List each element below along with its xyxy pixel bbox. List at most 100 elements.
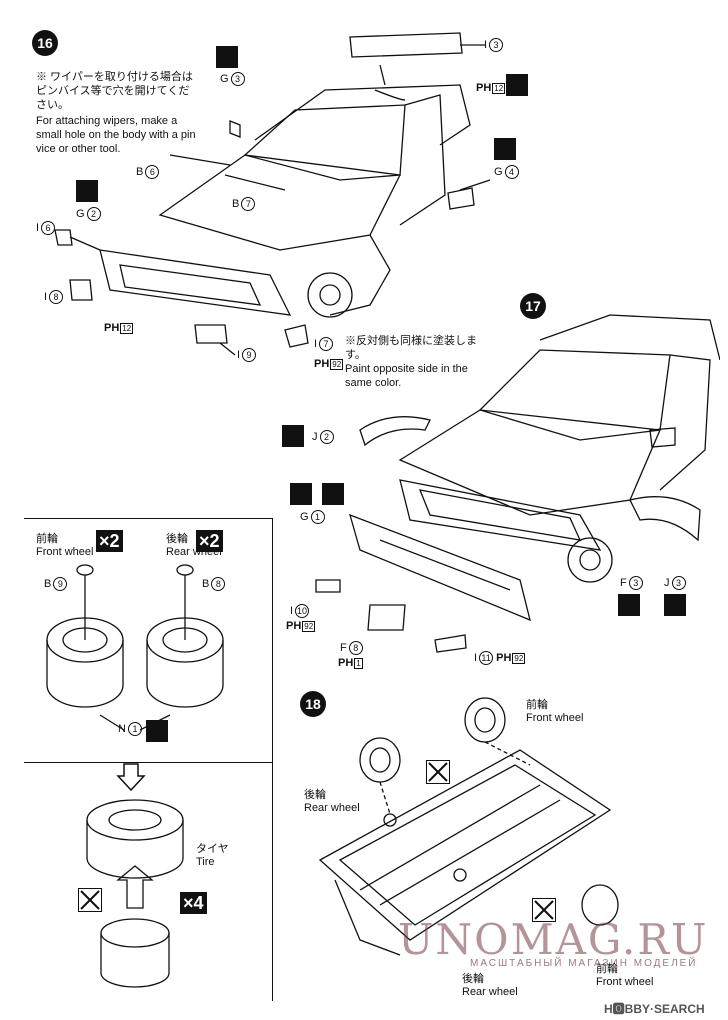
part-number: 8 [49,290,64,304]
paint-brush-icon [494,138,516,160]
hobbysearch-watermark: H🅾BBY·SEARCH [604,1002,705,1016]
step-16-illustration [54,32,491,356]
tire-assembly-illustration [86,799,184,988]
tire-en: Tire [196,856,215,868]
paint-brush-icon [618,594,640,616]
part-letter: G [300,511,309,523]
paint-code-prefix: PH [476,82,492,94]
paint-code: 1 [354,658,363,669]
front-wheel-jp: 前輪 [596,963,618,975]
s18-front-wheel-label-2: 前輪 Front wheel [596,960,653,988]
part-number: 2 [319,430,334,444]
part-letter: I [237,349,241,361]
paint-code-prefix: PH [338,657,354,669]
paint-code: 92 [302,621,316,632]
part-letter: F [340,642,347,654]
rear-wheel-en: Rear wheel [462,986,518,998]
part-letter: J [664,577,670,589]
part-letter: G [76,208,85,220]
part-letter: I [474,652,478,664]
part-number: 7 [241,197,256,211]
part-number: 8 [348,641,363,655]
step-number: 16 [37,35,53,51]
part-letter: N [118,723,126,735]
wheel-assembly-panel [24,518,273,1001]
part-letter: I [484,39,488,51]
paint-brush-icon [146,720,168,742]
rear-wheel-jp: 後輪 [304,789,326,801]
wiper-note: ※ ワイパーを取り付ける場合はピンバイス等で穴を開けてください。 For att… [36,70,196,156]
paint-brush-icon [290,483,312,505]
down-arrow-icon [116,763,146,792]
part-letter: G [494,166,503,178]
part-number: 6 [145,165,160,179]
part-letter: I [44,291,48,303]
part-number: 3 [489,38,504,52]
tire-qty: ×4 [180,892,207,914]
part-number: 6 [41,221,56,235]
wiper-note-en: For attaching wipers, make a small hole … [36,115,196,155]
rear-wheel-en: Rear wheel [304,802,360,814]
paint-brush-icon [506,74,528,96]
rear-wheel-jp: 後輪 [166,533,188,545]
no-glue-icon [78,888,102,912]
part-number: 2 [86,207,101,221]
paint-code: 92 [512,653,526,664]
s18-front-wheel-label: 前輪 Front wheel [526,696,583,724]
tire-jp: タイヤ [196,843,229,855]
part-letter: I [314,338,318,350]
paint-code-prefix: PH [286,620,302,632]
part-number: 1 [127,722,142,736]
tire-label: タイヤ Tire [196,840,229,868]
unomag-watermark-sub: МАСШТАБНЫЙ МАГАЗИН МОДЕЛЕЙ [470,958,698,969]
paint-brush-icon [664,594,686,616]
part-letter: B [44,578,52,590]
s18-rear-wheel-label-2: 後輪 Rear wheel [462,970,518,998]
step-18-badge: 18 [300,691,326,717]
panel-divider [24,762,272,763]
s18-rear-wheel-label: 後輪 Rear wheel [304,786,360,814]
step-18-illustration [318,697,619,956]
paint-code-prefix: PH [104,322,120,334]
part-number: 9 [53,577,68,591]
paint-code: 12 [120,323,134,334]
paint-code-prefix: PH [496,652,512,664]
part-number: 8 [211,577,226,591]
part-number: 3 [628,576,643,590]
part-number: 7 [319,337,334,351]
part-letter: B [232,198,240,210]
front-wheel-jp: 前輪 [36,533,58,545]
part-letter: B [202,578,210,590]
step-number: 18 [305,696,321,712]
paint-brush-icon [322,483,344,505]
part-number: 3 [230,72,245,86]
step-17-illustration [315,314,720,653]
wheels-illustration [46,564,224,731]
part-number: 9 [242,348,257,362]
front-wheel-en: Front wheel [596,976,654,988]
part-letter: I [290,605,294,617]
front-wheel-jp: 前輪 [526,699,548,711]
front-wheel-qty: ×2 [96,530,123,552]
part-number: 1 [310,510,325,524]
